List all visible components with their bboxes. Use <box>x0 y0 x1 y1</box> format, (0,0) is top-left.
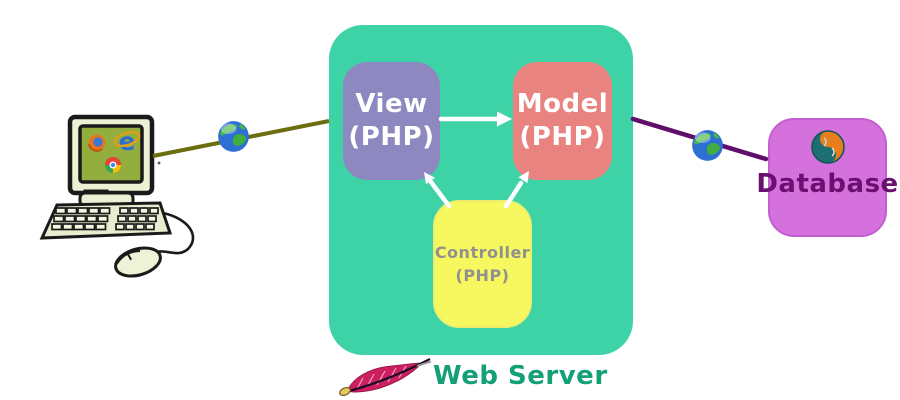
model-box: Model (PHP) <box>513 62 612 180</box>
internet-explorer-icon: e <box>113 127 141 156</box>
controller-box: Controller (PHP) <box>433 200 532 328</box>
internet-globe-left-icon <box>218 121 249 152</box>
chrome-icon <box>105 157 121 173</box>
internet-globe-right-icon <box>692 130 723 161</box>
apache-feather-icon <box>339 358 432 397</box>
view-box: View (PHP) <box>343 62 440 180</box>
mouse-icon <box>114 246 162 278</box>
computer-with-browser-logos-icon: e <box>39 114 195 278</box>
model-title: Model <box>516 89 609 119</box>
database-label: Database <box>756 169 899 199</box>
model-subtitle: (PHP) <box>519 122 606 152</box>
controller-title: Controller <box>434 243 531 262</box>
view-subtitle: (PHP) <box>348 122 435 152</box>
database-box: Database <box>756 118 898 237</box>
firefox-icon <box>88 134 106 152</box>
controller-subtitle: (PHP) <box>455 266 510 285</box>
web-server-caption: Web Server <box>433 361 608 391</box>
view-title: View <box>355 89 428 119</box>
server-database-link <box>630 116 769 162</box>
svg-text:e: e <box>119 127 136 156</box>
database-logo-icon <box>810 130 845 164</box>
client-server-link <box>152 119 330 158</box>
